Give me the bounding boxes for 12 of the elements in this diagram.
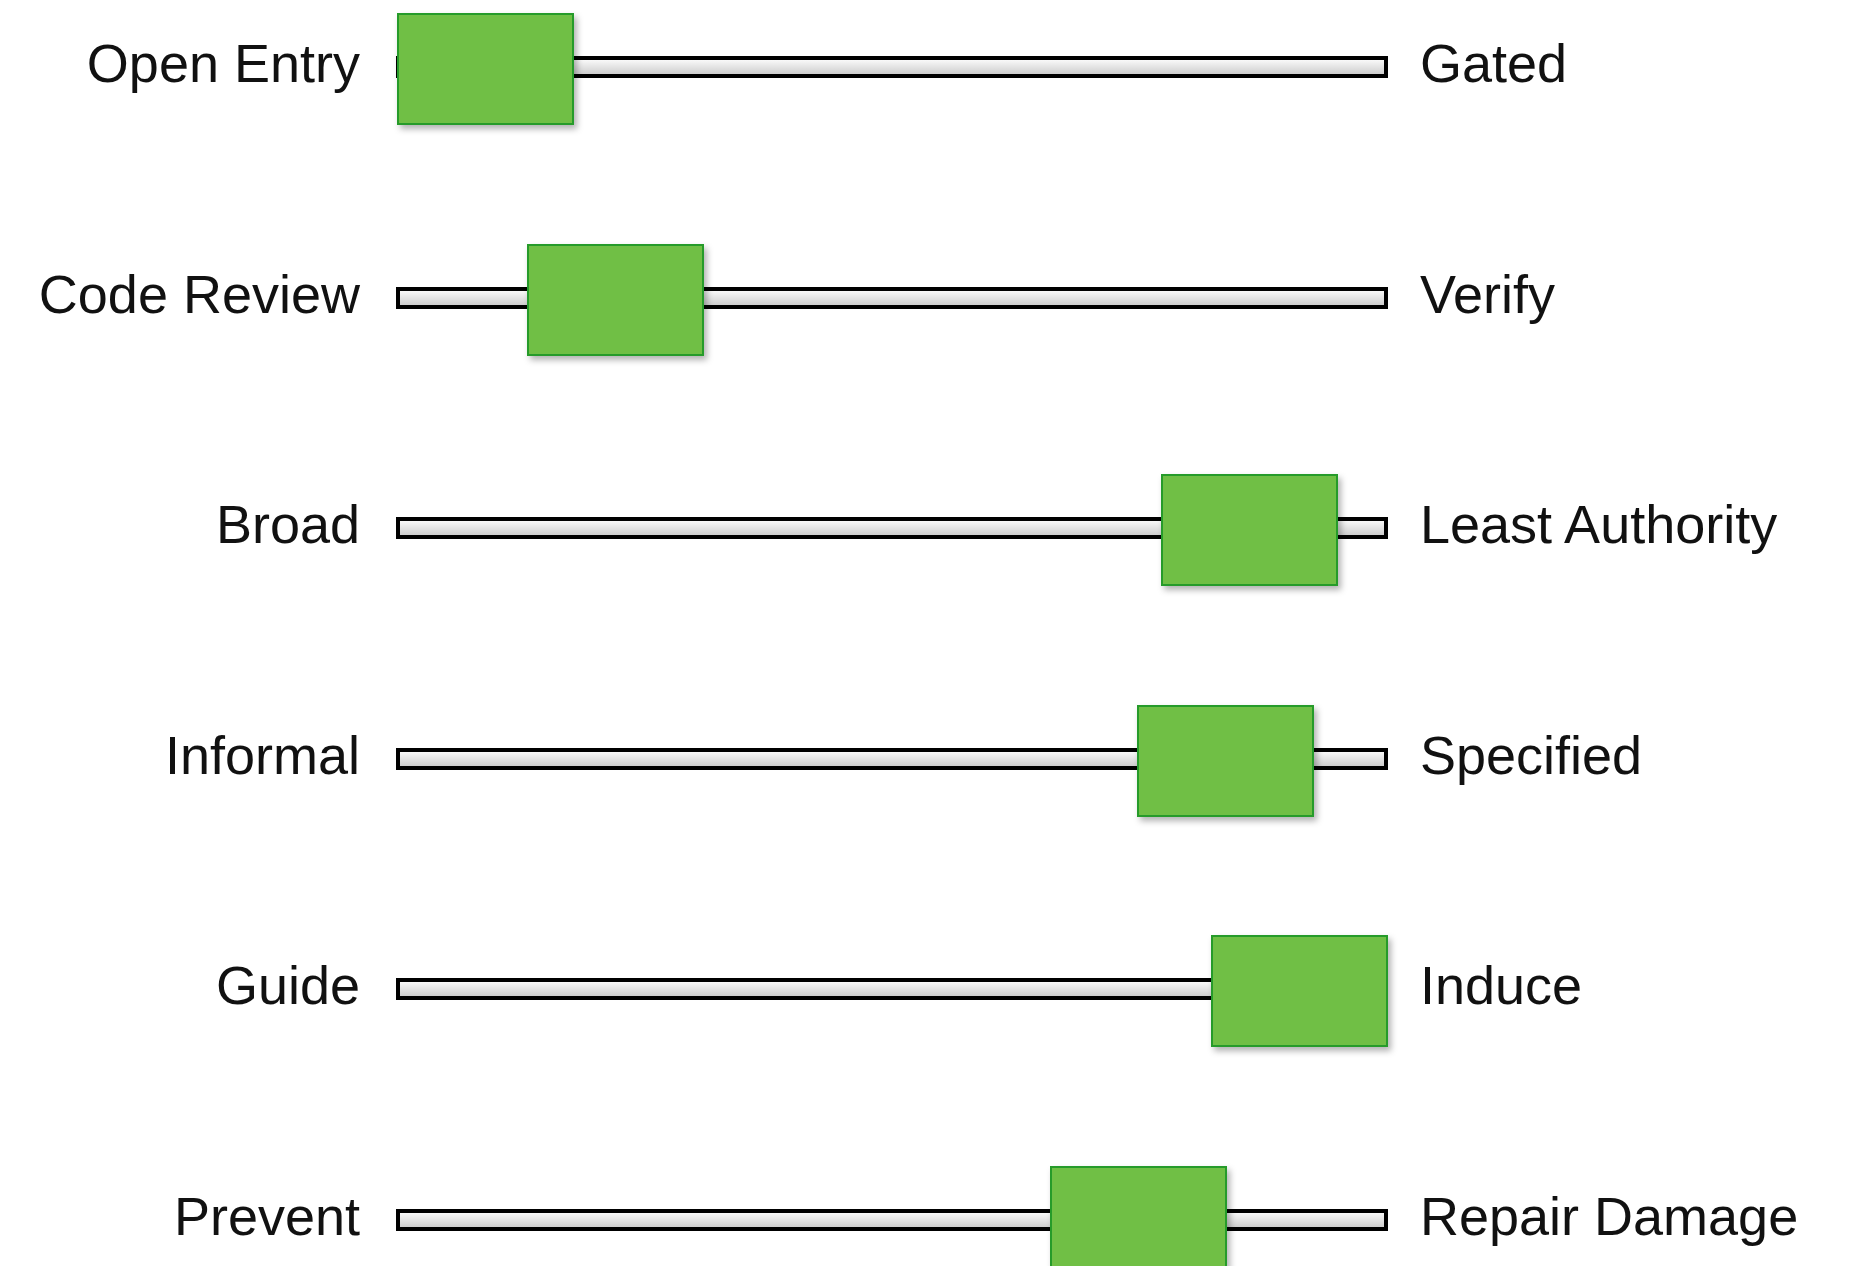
slider-label: Broad: [215, 493, 360, 556]
slider-label: Guide: [215, 954, 360, 1017]
slider-label: Code Review: [38, 263, 360, 326]
slider-label: Induce: [1420, 954, 1583, 1017]
slider-label: Repair Damage: [1420, 1185, 1799, 1248]
slider-label: Prevent: [173, 1185, 360, 1248]
slider-label: Open Entry: [86, 32, 360, 95]
slider-label: Least Authority: [1420, 493, 1778, 556]
slider-label: Verify: [1420, 263, 1556, 326]
slider-label: Gated: [1420, 32, 1568, 95]
slider-label: Informal: [164, 724, 360, 787]
slider-label: Specified: [1420, 724, 1643, 787]
